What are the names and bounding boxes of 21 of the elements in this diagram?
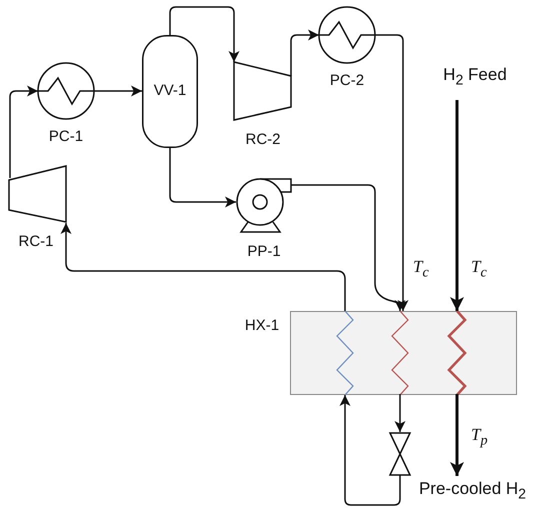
flow-arrow [290, 30, 319, 76]
flow-arrow [169, 6, 240, 62]
equipment-label: HX-1 [244, 317, 280, 335]
stream-label: H$_{2}$ Feed [442, 66, 508, 90]
flow-arrow [60, 223, 346, 311]
equipment-label: VV-1 [152, 82, 188, 100]
flow-arrow [375, 34, 408, 311]
flow-arrow [394, 394, 406, 432]
equipment-label: PC-2 [328, 72, 366, 90]
flow-arrow [340, 395, 401, 506]
equipment-label: RC-2 [244, 131, 282, 149]
equipment-label: RC-1 [17, 233, 54, 251]
flow-arrow [9, 86, 38, 178]
flow-arrow [94, 86, 142, 96]
temperature-label: T$_{p}$ [470, 426, 489, 450]
equipment-label: PP-1 [246, 243, 282, 261]
flow-arrow [169, 148, 236, 208]
flow-arrow [450, 100, 464, 311]
equipment-label: PC-1 [48, 128, 84, 146]
stream-label: Pre-cooled H$_{2}$ [418, 480, 528, 504]
flow-arrow [450, 394, 464, 476]
